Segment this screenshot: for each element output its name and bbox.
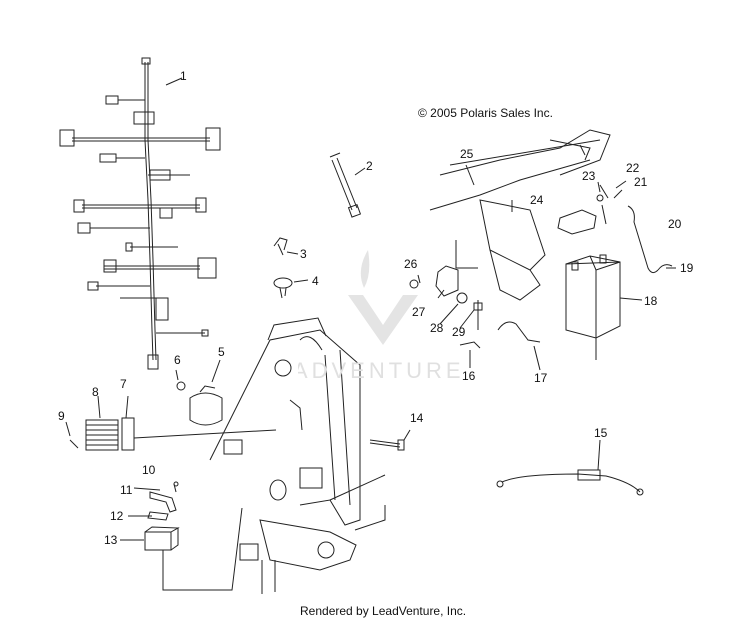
callout-8: 8 (92, 385, 99, 399)
heat-shield (65, 395, 277, 451)
callout-25: 25 (460, 147, 474, 161)
leader-lines (417, 164, 676, 371)
callout-15: 15 (594, 426, 608, 440)
callout-22: 22 (626, 161, 640, 175)
callout-20: 20 (668, 217, 682, 231)
callout-26: 26 (404, 257, 418, 271)
callout-17: 17 (534, 371, 548, 385)
callout-19: 19 (680, 261, 694, 275)
callout-27: 27 (412, 305, 426, 319)
callout-14: 14 (410, 411, 424, 425)
callout-12: 12 (110, 509, 124, 523)
callout-7: 7 (120, 377, 127, 391)
clip-part (273, 237, 299, 256)
callout-2: 2 (366, 159, 373, 173)
callout-23: 23 (582, 169, 596, 183)
callout-11: 11 (120, 483, 133, 497)
callout-9: 9 (58, 409, 65, 423)
callout-16: 16 (462, 369, 476, 383)
callout-5: 5 (218, 345, 225, 359)
rendered-by-credit: Rendered by LeadVenture, Inc. (300, 604, 467, 618)
grommet-part (273, 277, 309, 299)
callout-21: 21 (634, 175, 648, 189)
callout-24: 24 (530, 193, 544, 207)
callout-3: 3 (300, 247, 307, 261)
callout-1: 1 (180, 69, 187, 83)
callout-4: 4 (312, 274, 319, 288)
callout-18: 18 (644, 294, 658, 308)
callout-13: 13 (104, 533, 118, 547)
battery-assembly (409, 129, 673, 360)
callout-10: 10 (142, 463, 156, 477)
wiring-harness (59, 57, 221, 370)
callout-6: 6 (174, 353, 181, 367)
frame-bracket (209, 317, 411, 594)
copyright-notice: © 2005 Polaris Sales Inc. (418, 106, 553, 120)
callout-labels: 1 2 3 4 5 6 7 8 9 10 11 12 13 14 15 16 1… (58, 69, 694, 547)
relay-part (175, 359, 223, 426)
battery-cable (496, 439, 644, 496)
module-parts (120, 481, 243, 591)
callout-29: 29 (452, 325, 466, 339)
callout-28: 28 (430, 321, 444, 335)
long-bolt (329, 152, 366, 218)
